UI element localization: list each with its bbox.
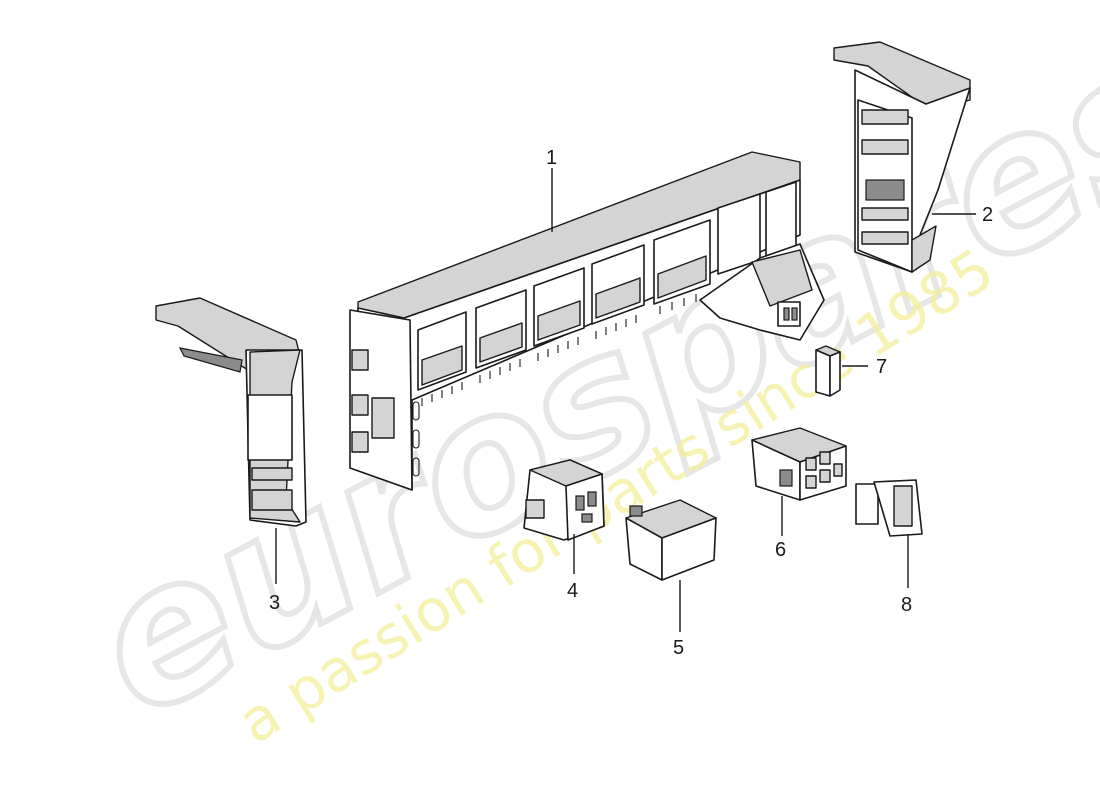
callout-2: 2	[982, 204, 993, 226]
callout-7: 7	[876, 356, 887, 378]
callout-3: 3	[269, 592, 280, 614]
callout-8: 8	[901, 594, 912, 616]
callout-4: 4	[567, 580, 578, 602]
left-end-cover-icon	[155, 297, 307, 527]
callout-6: 6	[775, 539, 786, 561]
relay-icon	[625, 499, 717, 581]
right-end-cover-icon	[833, 41, 971, 273]
connector-housing-icon	[751, 427, 847, 501]
callout-5: 5	[673, 637, 684, 659]
callouts: 1 2 3 4 5 6 7 8	[269, 147, 993, 659]
plug-connector-icon	[855, 479, 923, 537]
relay-socket-icon	[523, 459, 605, 541]
callout-1: 1	[546, 147, 557, 169]
relay-carrier-bracket-icon	[349, 151, 825, 491]
fuse-icon	[815, 345, 841, 397]
leader-lines	[275, 168, 976, 632]
